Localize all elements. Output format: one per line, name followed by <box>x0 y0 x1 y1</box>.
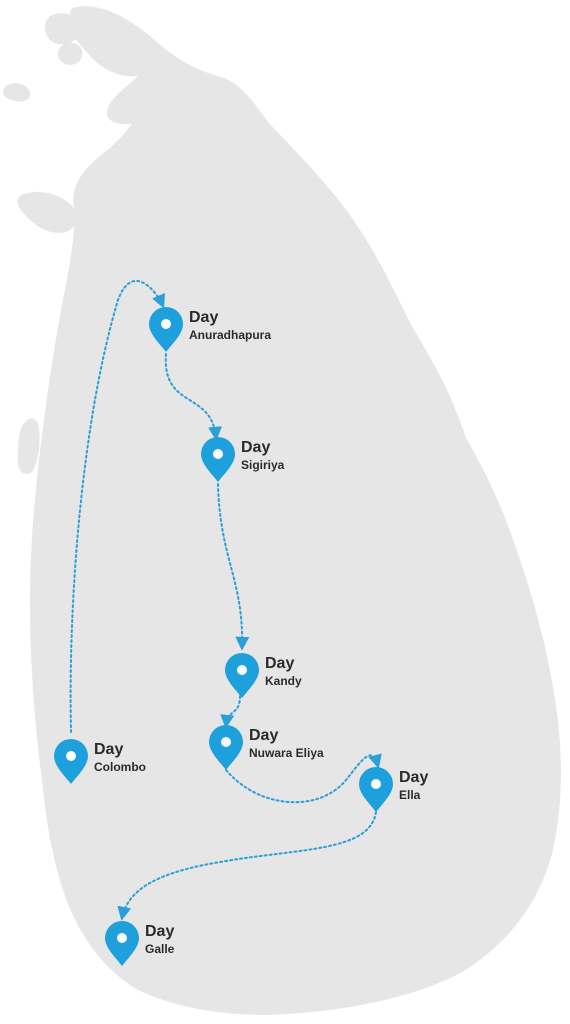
stops: DayAnuradhapuraDaySigiriyaDayKandyDayNuw… <box>54 307 428 966</box>
stop-day-label: Day <box>249 727 278 744</box>
stop-name-label: Colombo <box>94 760 146 774</box>
stop-name-label: Anuradhapura <box>189 328 271 342</box>
map-pin-icon <box>209 725 243 770</box>
route-sigiriya-kandy <box>217 483 250 651</box>
map-pin-icon <box>201 437 235 482</box>
stop-name-label: Sigiriya <box>241 458 285 472</box>
map-pin-icon <box>105 921 139 966</box>
island-northwest-2 <box>17 191 77 233</box>
route-anuradhapura-sigiriya <box>164 353 223 441</box>
map-pin-icon <box>225 653 259 698</box>
pin-hole <box>161 319 171 329</box>
stop-day-label: Day <box>145 923 174 940</box>
pin-hole <box>213 449 223 459</box>
map-pin-icon <box>54 739 88 784</box>
pin-hole <box>237 665 247 675</box>
stop-name-label: Nuwara Eliya <box>249 746 324 760</box>
land <box>3 6 561 1015</box>
stop-day-label: Day <box>94 741 123 758</box>
pin-hole <box>371 779 381 789</box>
route <box>69 280 382 921</box>
stop-day-label: Day <box>189 309 218 326</box>
map-pin-icon <box>149 307 183 352</box>
island-mainland <box>30 6 561 1015</box>
route-colombo-anuradhapura <box>69 280 165 733</box>
stop-day-label: Day <box>399 769 428 786</box>
route-kandy-nuwara-eliya <box>220 695 241 729</box>
island-northwest-1 <box>3 83 31 102</box>
stop-name-label: Ella <box>399 788 421 802</box>
route-ella-galle <box>117 811 377 921</box>
island-north-1 <box>44 13 81 45</box>
route-nuwara-eliya-ella <box>225 753 382 804</box>
island-west-kalpitiya <box>17 418 40 475</box>
pin-hole <box>66 751 76 761</box>
pin-hole <box>117 933 127 943</box>
pin-hole <box>221 737 231 747</box>
stop-name-label: Kandy <box>265 674 302 688</box>
stop-name-label: Galle <box>145 942 175 956</box>
stop-day-label: Day <box>265 655 294 672</box>
stop-day-label: Day <box>241 439 270 456</box>
map-pin-icon <box>359 767 393 812</box>
island-north-2 <box>57 42 83 65</box>
